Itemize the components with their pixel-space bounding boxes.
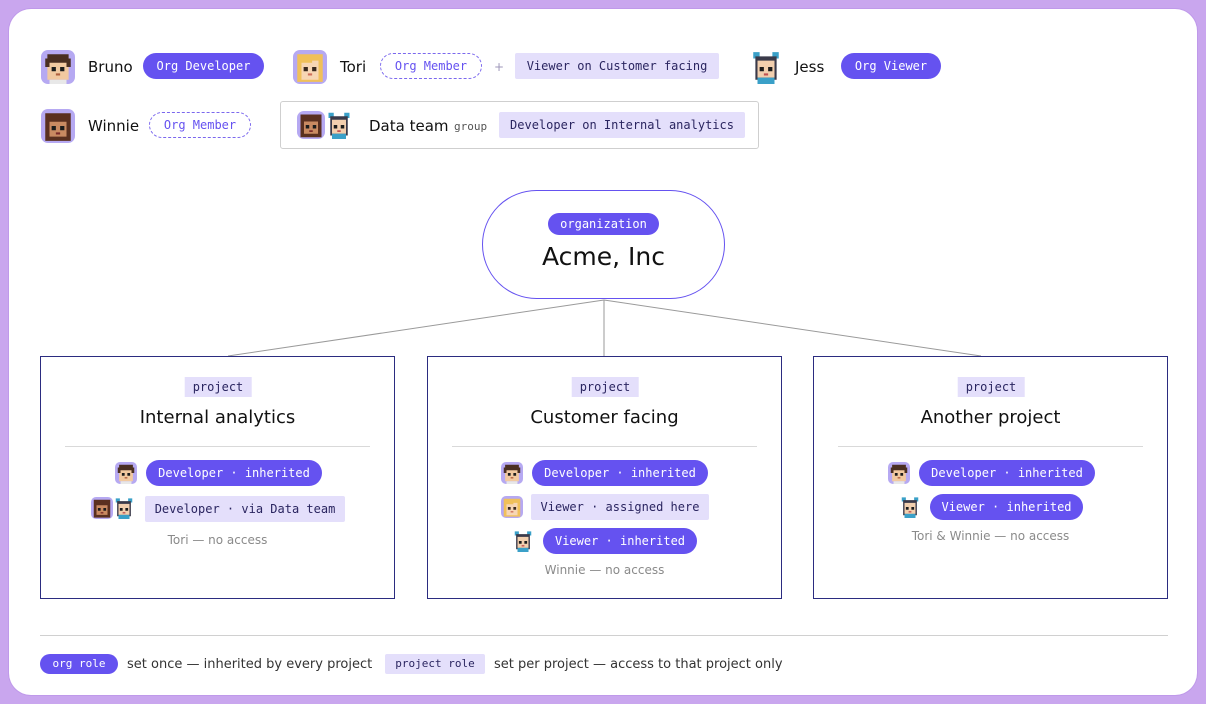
- project-tag: project: [184, 377, 252, 397]
- connector-internal-analytics: [227, 299, 605, 357]
- jess-avatar: [749, 50, 783, 84]
- tori-name: Tori: [340, 58, 367, 76]
- legend-project-role-text: set per project — access to that project…: [494, 657, 783, 672]
- winnie-avatar: [91, 497, 113, 519]
- organization-node: [482, 190, 725, 299]
- bruno-avatar: [501, 462, 523, 484]
- winnie-avatar: [41, 109, 75, 143]
- legend-divider: [40, 635, 1168, 636]
- project-tag: project: [571, 377, 639, 397]
- tori-project-role-badge: Viewer on Customer facing: [515, 53, 719, 79]
- jess-name: Jess: [795, 58, 825, 76]
- project-tag: project: [957, 377, 1025, 397]
- project-internal-analytics: project Internal analytics Developer · i…: [40, 356, 395, 599]
- bruno-avatar: [888, 462, 910, 484]
- connector-another-project: [603, 299, 982, 357]
- group-tag: group: [454, 120, 488, 133]
- plus-sign: +: [494, 60, 505, 74]
- divider: [452, 446, 757, 447]
- hierarchy-connectors: [227, 299, 982, 357]
- jess-avatar: [512, 530, 534, 552]
- role-badge-org: Viewer · inherited: [930, 494, 1083, 520]
- legend-project-role-badge: project role: [385, 654, 485, 674]
- group-name: Data team: [369, 117, 449, 135]
- bruno-avatar: [115, 462, 137, 484]
- role-badge-project: Viewer · assigned here: [531, 494, 709, 520]
- organization-badge: organization: [548, 213, 659, 235]
- organization-name: Acme, Inc: [542, 242, 665, 271]
- group-role-badge: Developer on Internal analytics: [499, 112, 745, 138]
- project-title: Customer facing: [530, 407, 679, 428]
- legend-org-role-text: set once — inherited by every project: [127, 657, 373, 672]
- jess-avatar: [325, 111, 353, 139]
- project-customer-facing: project Customer facing Developer · inhe…: [427, 356, 782, 599]
- role-badge-org: Developer · inherited: [919, 460, 1095, 486]
- jess-role-badge: Org Viewer: [841, 53, 941, 79]
- no-access-note: Tori — no access: [167, 533, 268, 547]
- project-title: Internal analytics: [139, 407, 296, 428]
- role-badge-project: Developer · via Data team: [145, 496, 345, 522]
- role-badge-org: Developer · inherited: [532, 460, 708, 486]
- tori-avatar: [501, 496, 523, 518]
- winnie-name: Winnie: [88, 117, 140, 135]
- divider: [838, 446, 1143, 447]
- tori-role-badge: Org Member: [380, 53, 482, 79]
- role-badge-org: Viewer · inherited: [543, 528, 697, 554]
- bruno-avatar: [41, 50, 75, 84]
- data-team-group: Data team group Developer on Internal an…: [280, 101, 759, 149]
- jess-avatar: [899, 496, 921, 518]
- winnie-avatar: [297, 111, 325, 139]
- project-another-project: project Another project Developer · inhe…: [813, 356, 1168, 599]
- tori-avatar: [293, 50, 327, 84]
- diagram-card: Bruno Org Developer Tori Org Member + Vi…: [9, 9, 1197, 695]
- jess-avatar: [113, 497, 135, 519]
- no-access-note: Winnie — no access: [544, 563, 665, 577]
- bruno-role-badge: Org Developer: [143, 53, 264, 79]
- legend-org-role-badge: org role: [40, 654, 118, 674]
- winnie-role-badge: Org Member: [149, 112, 251, 138]
- role-badge-org: Developer · inherited: [146, 460, 322, 486]
- bruno-name: Bruno: [88, 58, 133, 76]
- no-access-note: Tori & Winnie — no access: [911, 529, 1070, 543]
- project-title: Another project: [920, 407, 1061, 428]
- divider: [65, 446, 370, 447]
